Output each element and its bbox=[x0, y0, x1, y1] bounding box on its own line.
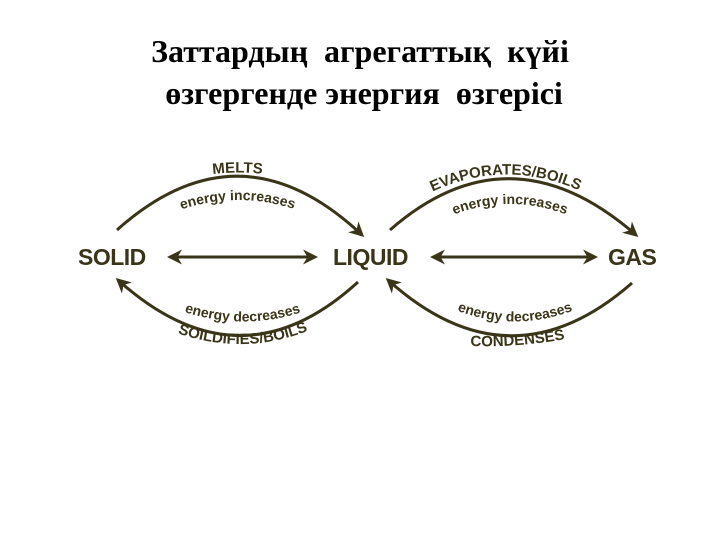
slide-title: Заттардың агрегаттық күйі өзгергенде эне… bbox=[0, 30, 720, 114]
state-gas: GAS bbox=[608, 244, 657, 270]
melts-label: MELTS bbox=[212, 159, 264, 177]
state-liquid: LIQUID bbox=[333, 244, 408, 270]
condenses-label: CONDENSES bbox=[470, 326, 565, 350]
melts-arrow bbox=[116, 174, 365, 238]
evaporates-arrow bbox=[389, 177, 639, 237]
state-solid: SOLID bbox=[78, 244, 146, 270]
solidifies-arrow bbox=[115, 277, 360, 337]
condenses-energy-label: energy decreases bbox=[456, 298, 574, 324]
melts-energy-label: energy increases bbox=[178, 187, 298, 212]
evaporates-energy-label: energy increases bbox=[450, 191, 571, 217]
title-line-1: Заттардың агрегаттық күйі bbox=[151, 33, 569, 69]
condenses-arrow bbox=[385, 277, 633, 338]
title-line-2: өзгергенде энергия өзгерісі bbox=[157, 75, 563, 111]
solidifies-energy-label: energy decreases bbox=[184, 300, 302, 325]
